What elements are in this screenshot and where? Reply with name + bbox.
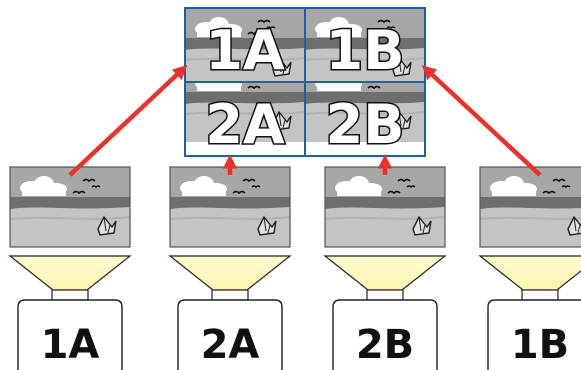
projector-label: 2B [356, 322, 414, 368]
projected-image-1 [9, 166, 131, 248]
arrows [68, 65, 542, 177]
projector-icon [17, 289, 123, 370]
projector-icon [332, 289, 438, 370]
projection-beam [323, 255, 447, 291]
projector-3: 2B [323, 255, 447, 370]
projector-label: 2A [201, 322, 260, 368]
projector-icon [487, 289, 581, 370]
wall-tile-4 [304, 81, 426, 157]
projector-1: 1A [8, 255, 132, 370]
arrow-1b-to-wall [421, 65, 542, 177]
projector-label: 1B [511, 322, 569, 368]
projector-icon [177, 289, 283, 370]
projector-2: 2A [168, 255, 292, 370]
landscape-picture [169, 166, 291, 248]
projection-beam [8, 255, 132, 291]
landscape-picture [479, 166, 581, 248]
projected-image-2 [169, 166, 291, 248]
wall-tile-label: 1B [326, 19, 405, 82]
landscape-picture [9, 166, 131, 248]
landscape-picture [324, 166, 446, 248]
projection-beam [478, 255, 581, 291]
projected-image-3 [324, 166, 446, 248]
arrow-1a-to-wall [68, 65, 188, 177]
projector-label: 1A [41, 322, 100, 368]
projection-beam [168, 255, 292, 291]
wall-tile-label: 1A [205, 19, 285, 82]
wall-tile-label: 2A [205, 93, 285, 156]
wall-tile-label: 2B [326, 93, 405, 156]
projector-4: 1B [478, 255, 581, 370]
video-wall: 1A 1B 2A 2B [184, 7, 426, 158]
projected-image-4 [479, 166, 581, 248]
